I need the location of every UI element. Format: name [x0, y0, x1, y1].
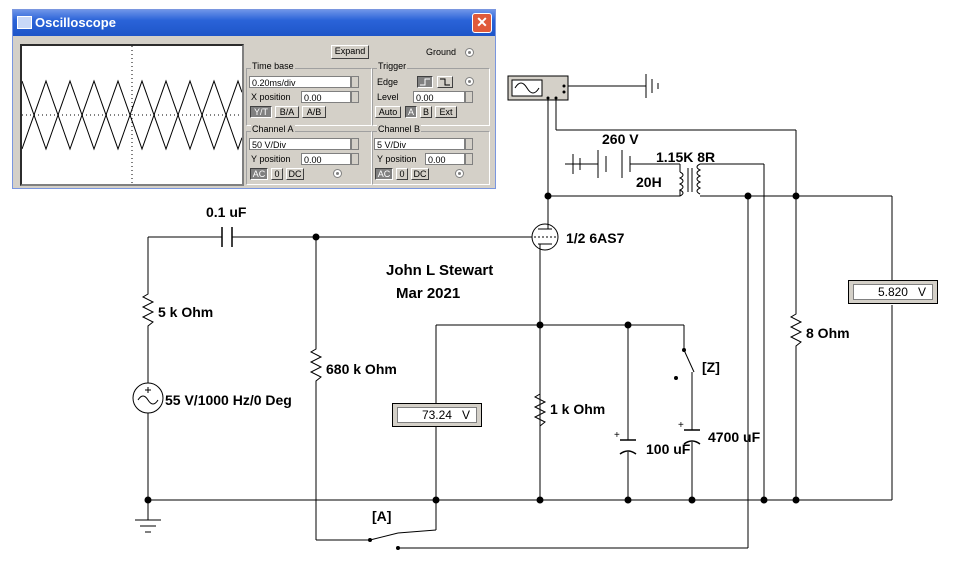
date-label: Mar 2021	[396, 285, 461, 302]
trigger-label: Trigger	[377, 61, 408, 71]
channel-a-label: Channel A	[251, 124, 295, 134]
edge-falling-button[interactable]	[437, 76, 453, 88]
channel-a-dc-button[interactable]: DC	[286, 168, 304, 180]
ac-source-symbol	[132, 382, 164, 414]
cathode-voltmeter-display: 73.24 V	[397, 407, 477, 423]
cathode-voltmeter-unit: V	[461, 408, 470, 422]
channel-a-scale-field[interactable]: 50 V/Div	[249, 138, 351, 150]
edge-label: Edge	[377, 77, 399, 87]
oscilloscope-titlebar[interactable]: Oscilloscope ✕	[13, 10, 495, 36]
transformer-label: 1.15K 8R	[656, 149, 716, 165]
svg-text:+: +	[614, 430, 620, 441]
timebase-group	[246, 68, 372, 126]
switch-a-symbol	[368, 500, 437, 550]
battery-label: 260 V	[602, 131, 639, 147]
level-field[interactable]: 0.00	[413, 91, 465, 103]
scope-ground-symbol	[645, 74, 659, 98]
timebase-label: Time base	[251, 61, 295, 71]
channel-a-terminal[interactable]	[333, 169, 342, 178]
x-position-field[interactable]: 0.00	[301, 91, 351, 103]
channel-a-trace	[21, 79, 243, 151]
resistor-8ohm-symbol	[789, 310, 803, 350]
resistor-680k-label: 680 k Ohm	[326, 361, 397, 377]
ground-symbol	[135, 519, 161, 533]
resistor-8ohm-label: 8 Ohm	[806, 325, 850, 341]
falling-edge-icon	[440, 78, 450, 86]
switch-z-label[interactable]: [Z]	[702, 359, 720, 375]
trigger-group	[372, 68, 490, 126]
resistor-680k-symbol	[309, 345, 323, 385]
channel-b-ypos-label: Y position	[377, 154, 417, 164]
channel-b-terminal[interactable]	[455, 169, 464, 178]
scope-instrument-symbol	[507, 75, 569, 101]
oscilloscope-window[interactable]: Oscilloscope ✕ Expand Ground Time base 0…	[12, 9, 496, 189]
channel-a-zero-button[interactable]: 0	[271, 168, 283, 180]
channel-b-trace	[21, 79, 243, 151]
transformer-symbol	[678, 163, 702, 197]
trigger-auto-button[interactable]: Auto	[375, 106, 401, 118]
channel-a-ypos-label: Y position	[251, 154, 291, 164]
tube-label: 1/2 6AS7	[566, 230, 625, 246]
channel-b-label: Channel B	[377, 124, 422, 134]
battery-symbol	[572, 150, 631, 178]
channel-b-zero-button[interactable]: 0	[396, 168, 408, 180]
trigger-b-button[interactable]: B	[420, 106, 432, 118]
output-voltmeter-display: 5.820 V	[853, 284, 933, 300]
trigger-ext-button[interactable]: Ext	[435, 106, 457, 118]
waveform-display	[21, 46, 243, 184]
x-position-label: X position	[251, 92, 291, 102]
channel-b-group	[372, 131, 490, 185]
ground-terminal[interactable]	[465, 48, 474, 57]
resistor-5k-label: 5 k Ohm	[158, 304, 214, 320]
level-label: Level	[377, 92, 399, 102]
output-voltmeter-unit: V	[917, 285, 926, 299]
switch-z-symbol	[674, 348, 695, 380]
channel-a-group	[246, 131, 372, 185]
close-button[interactable]: ✕	[472, 13, 492, 33]
cathode-voltmeter-value: 73.24	[421, 408, 452, 422]
rising-edge-icon	[420, 78, 430, 86]
channel-a-scale-spinner[interactable]	[351, 138, 359, 150]
oscilloscope-screen	[20, 44, 244, 186]
channel-b-dc-button[interactable]: DC	[411, 168, 429, 180]
channel-b-ac-button[interactable]: AC	[375, 168, 393, 180]
channel-b-scale-field[interactable]: 5 V/Div	[374, 138, 465, 150]
timebase-spinner[interactable]	[351, 76, 359, 88]
output-voltmeter-value: 5.820	[877, 285, 908, 299]
mode-ab-button[interactable]: A/B	[302, 106, 326, 118]
author-label: John L Stewart	[386, 262, 494, 279]
ext-trigger-terminal[interactable]	[465, 77, 474, 86]
tube-6as7-symbol	[531, 223, 559, 251]
output-voltmeter[interactable]: 5.820 V	[848, 280, 938, 304]
resistor-1k-label: 1 k Ohm	[550, 401, 606, 417]
channel-b-ypos-field[interactable]: 0.00	[425, 153, 465, 165]
window-icon	[17, 16, 32, 29]
svg-text:+: +	[678, 420, 684, 431]
channel-b-scale-spinner[interactable]	[465, 138, 473, 150]
oscilloscope-title: Oscilloscope	[35, 15, 116, 30]
choke-label: 20H	[636, 174, 662, 190]
cathode-voltmeter[interactable]: 73.24 V	[392, 403, 482, 427]
edge-rising-button[interactable]	[417, 76, 433, 88]
switch-a-label[interactable]: [A]	[372, 508, 392, 524]
channel-a-ypos-spinner[interactable]	[351, 153, 359, 165]
capacitor-4700uf-label: 4700 uF	[708, 429, 761, 445]
mode-ba-button[interactable]: B/A	[275, 106, 299, 118]
channel-a-ypos-field[interactable]: 0.00	[301, 153, 351, 165]
expand-button[interactable]: Expand	[331, 45, 369, 59]
level-spinner[interactable]	[465, 91, 473, 103]
capacitor-100uf-label: 100 uF	[646, 441, 691, 457]
trigger-a-button[interactable]: A	[405, 106, 417, 118]
ground-label: Ground	[426, 47, 457, 57]
channel-a-ac-button[interactable]: AC	[250, 168, 268, 180]
x-position-spinner[interactable]	[351, 91, 359, 103]
ac-source-label: 55 V/1000 Hz/0 Deg	[165, 392, 292, 408]
timebase-field[interactable]: 0.20ms/div	[249, 76, 351, 88]
channel-b-ypos-spinner[interactable]	[465, 153, 473, 165]
mode-yt-button[interactable]: Y/T	[250, 106, 272, 118]
resistor-1k-symbol	[533, 390, 547, 430]
capacitor-input-label: 0.1 uF	[206, 204, 247, 220]
resistor-5k-symbol	[141, 290, 155, 330]
